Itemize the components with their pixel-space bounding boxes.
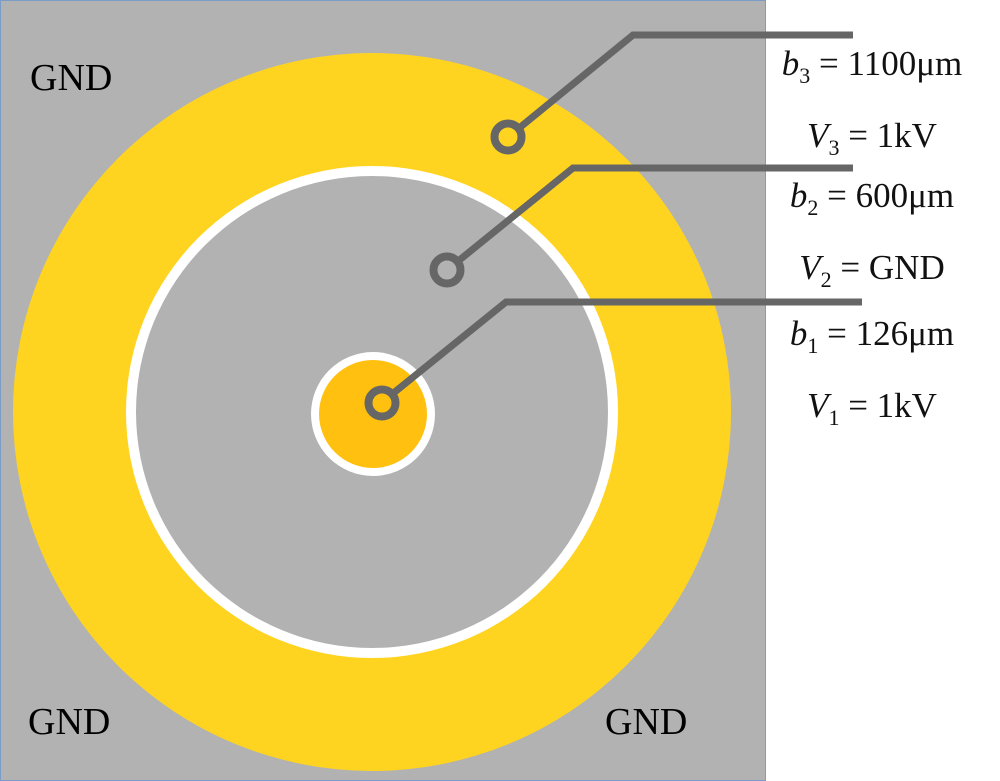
subscript: 2 <box>807 195 819 220</box>
b1-label: b_1 = 126μm <box>752 314 992 359</box>
v2-label: V_2 = GND <box>752 248 992 293</box>
value: = 600μm <box>827 176 955 215</box>
value: = 1kV <box>848 386 937 425</box>
variable: b <box>781 44 800 83</box>
variable: V <box>807 386 829 425</box>
subscript: 1 <box>828 405 840 430</box>
marker-2 <box>429 252 465 288</box>
variable: b <box>789 314 808 353</box>
b2-label: b_2 = 600μm <box>752 176 992 221</box>
leader-line-1 <box>388 298 862 398</box>
v1-label: V_1 = 1kV <box>752 386 992 431</box>
value: = 1kV <box>848 116 937 155</box>
subscript: 3 <box>828 135 840 160</box>
gnd-label-top-left: GND <box>30 57 113 99</box>
variable: V <box>799 248 821 287</box>
leader-line-2 <box>454 164 853 265</box>
gnd-label-bottom-right: GND <box>605 701 688 743</box>
variable: V <box>807 116 829 155</box>
value: = GND <box>840 248 945 287</box>
subscript: 2 <box>820 267 832 292</box>
gnd-label-bottom-left: GND <box>28 701 111 743</box>
value: = 1100μm <box>819 44 963 83</box>
variable: b <box>789 176 808 215</box>
b3-label: b_3 = 1100μm <box>752 44 992 89</box>
value: = 126μm <box>827 314 955 353</box>
subscript: 3 <box>799 63 811 88</box>
marker-1 <box>364 385 400 421</box>
subscript: 1 <box>807 333 819 358</box>
v3-label: V_3 = 1kV <box>752 116 992 161</box>
marker-3 <box>490 119 526 155</box>
leader-line-3 <box>515 31 853 132</box>
